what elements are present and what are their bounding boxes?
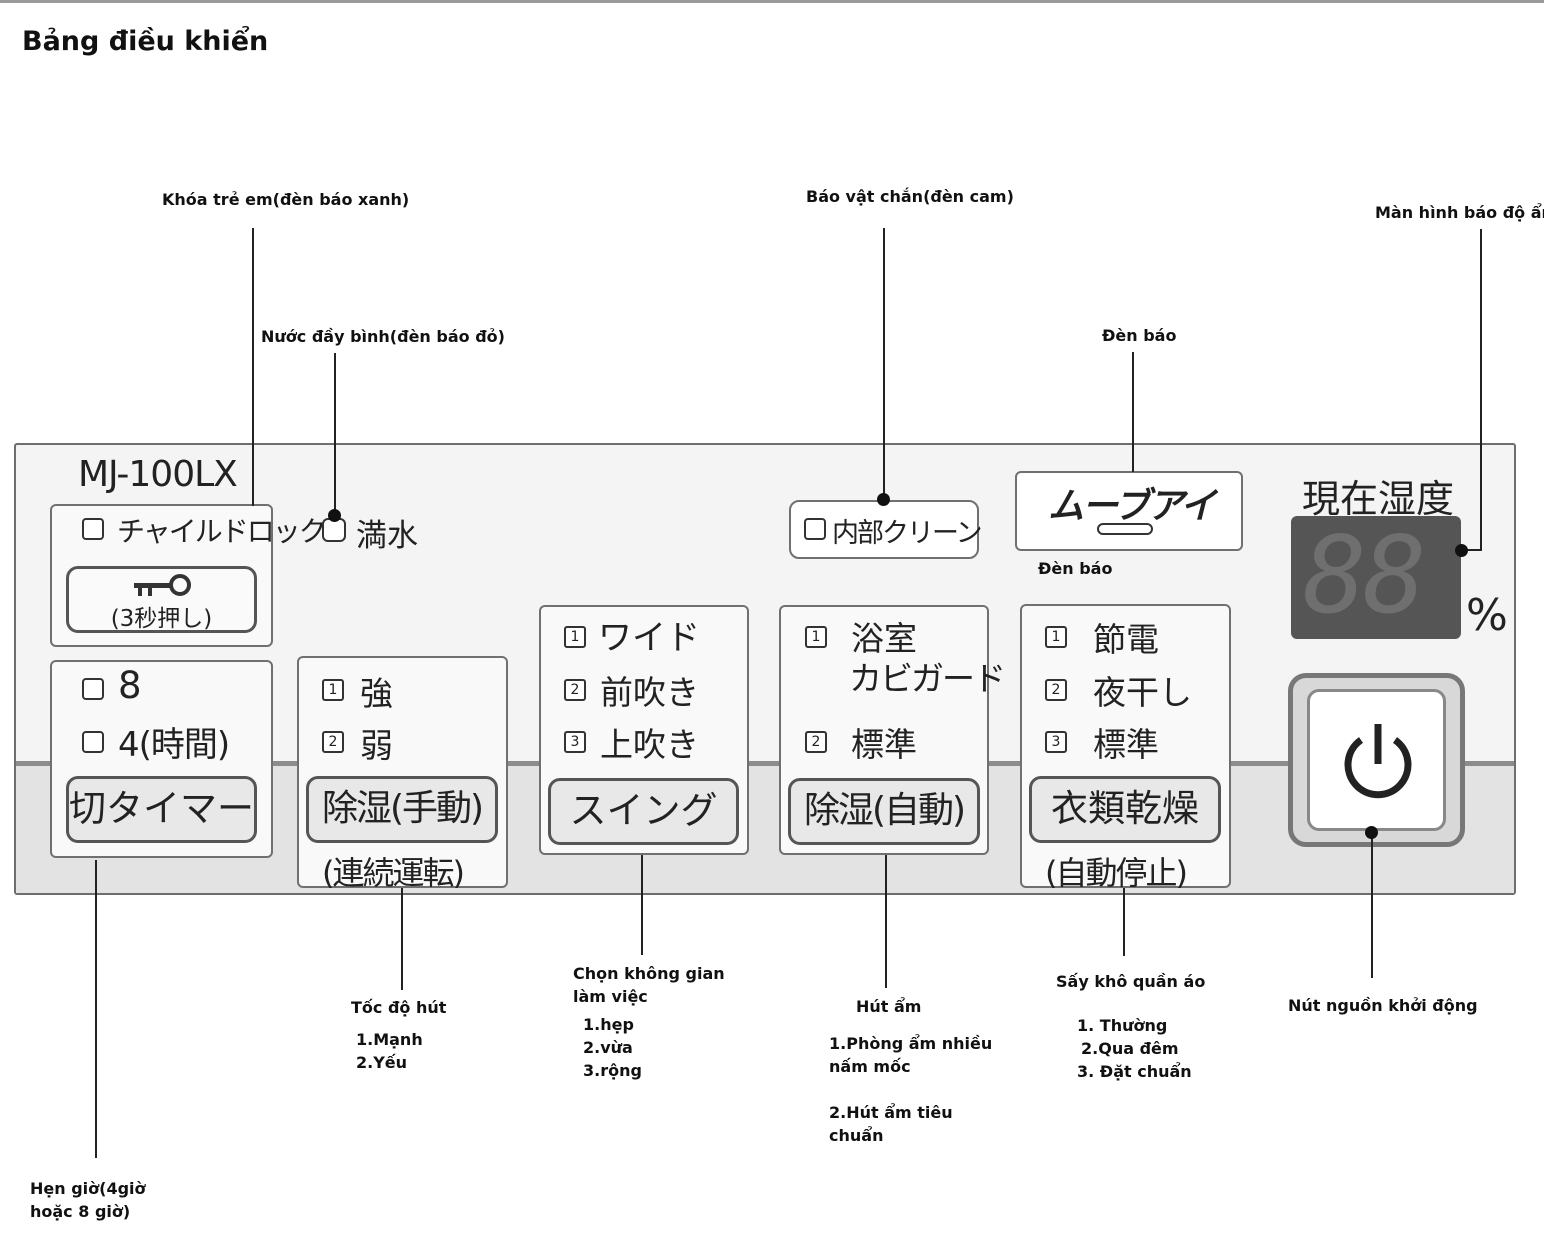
power-button[interactable] xyxy=(1288,673,1465,847)
child-lock-indicator-light xyxy=(82,518,104,540)
timer-8h-indicator-light xyxy=(82,678,104,700)
annotation-work-space-title-2: làm việc xyxy=(573,987,648,1006)
timer-4h-indicator-light xyxy=(82,731,104,753)
swing-option-1-number: 1 xyxy=(564,626,586,648)
annotation-clothes-dry-item-1: 1. Thường xyxy=(1077,1016,1168,1035)
leader-power xyxy=(1371,835,1373,978)
clothes-option-3-number: 3 xyxy=(1045,731,1067,753)
leader-indicator-top xyxy=(1132,352,1134,472)
leader-obstacle xyxy=(883,228,885,498)
move-eye-indicator-light xyxy=(1097,523,1153,535)
leader-power-dot xyxy=(1365,826,1378,839)
leader-fan-speed xyxy=(401,888,403,990)
swing-option-3-number: 3 xyxy=(564,731,586,753)
key-icon xyxy=(134,574,191,596)
child-lock-button-label: (3秒押し) xyxy=(110,606,213,632)
timer-option-8: 8 xyxy=(118,664,142,707)
child-lock-label: チャイルドロック xyxy=(117,515,327,548)
annotation-indicator-bottom: Đèn báo xyxy=(1038,559,1113,578)
annotation-fan-speed-item-1: 1.Mạnh xyxy=(356,1030,423,1049)
child-lock-button[interactable]: (3秒押し) xyxy=(66,566,257,633)
leader-obstacle-dot xyxy=(877,493,890,506)
swing-option-2-label: 前吹き xyxy=(600,673,699,712)
leader-water-full-dot xyxy=(328,509,341,522)
leader-humidity-horizontal xyxy=(1462,549,1482,551)
auto-option-2-label: 標準 xyxy=(851,725,917,764)
annotation-work-space-item-2: 2.vừa xyxy=(583,1038,633,1057)
top-border-line xyxy=(0,0,1544,3)
leader-child-lock xyxy=(252,228,254,506)
auto-option-2-number: 2 xyxy=(805,731,827,753)
manual-dehumidify-sub: (連続運転) xyxy=(322,854,465,892)
clothes-option-1-number: 1 xyxy=(1045,626,1067,648)
leader-water-full xyxy=(334,353,336,515)
obstacle-indicator-light xyxy=(804,518,826,540)
annotation-clothes-dry-title: Sấy khô quần áo xyxy=(1056,972,1206,991)
annotation-work-space-item-3: 3.rộng xyxy=(583,1061,642,1080)
leader-work-space xyxy=(641,855,643,955)
clothes-option-2-number: 2 xyxy=(1045,679,1067,701)
manual-dehumidify-button[interactable]: 除湿(手動) xyxy=(306,776,498,843)
model-name: MJ-100LX xyxy=(78,454,238,495)
manual-option-1-label: 強 xyxy=(360,674,393,713)
power-button-face[interactable] xyxy=(1307,689,1446,831)
annotation-clothes-dry-item-3: 3. Đặt chuẩn xyxy=(1077,1062,1192,1081)
manual-option-2-label: 弱 xyxy=(360,726,393,765)
page-title: Bảng điều khiển xyxy=(22,26,269,57)
leader-humidity-vertical xyxy=(1480,229,1482,551)
annotation-fan-speed-title: Tốc độ hút xyxy=(351,998,447,1017)
annotation-dehumidify-item-2b: chuẩn xyxy=(829,1126,884,1145)
manual-option-1-number: 1 xyxy=(322,679,344,701)
leader-clothes-dry xyxy=(1123,888,1125,956)
annotation-dehumidify-item-1b: nấm mốc xyxy=(829,1057,911,1076)
leader-timer xyxy=(95,860,97,1158)
clothes-option-3-label: 標準 xyxy=(1093,725,1159,764)
timer-button[interactable]: 切タイマー xyxy=(66,776,257,843)
annotation-indicator-top: Đèn báo xyxy=(1102,326,1177,345)
auto-option-1-number: 1 xyxy=(805,626,827,648)
clothes-dry-sub: (自動停止) xyxy=(1045,854,1188,892)
annotation-child-lock: Khóa trẻ em(đèn báo xanh) xyxy=(162,190,410,209)
annotation-timer-line1: Hẹn giờ(4giờ xyxy=(30,1179,146,1198)
annotation-clothes-dry-item-2: 2.Qua đêm xyxy=(1081,1039,1179,1058)
swing-button[interactable]: スイング xyxy=(548,778,739,845)
water-full-indicator-light xyxy=(322,518,346,542)
annotation-fan-speed-item-2: 2.Yếu xyxy=(356,1053,408,1072)
manual-option-2-number: 2 xyxy=(322,731,344,753)
annotation-dehumidify-title: Hút ẩm xyxy=(856,997,922,1016)
annotation-dehumidify-item-1: 1.Phòng ẩm nhiều xyxy=(829,1034,993,1053)
annotation-obstacle: Báo vật chắn(đèn cam) xyxy=(806,187,1014,206)
leader-humidity-dot xyxy=(1455,544,1468,557)
annotation-water-full: Nước đầy bình(đèn báo đỏ) xyxy=(261,327,505,346)
annotation-humidity-display: Màn hình báo độ ẩm xyxy=(1375,203,1544,222)
leader-dehumidify xyxy=(885,855,887,988)
annotation-dehumidify-item-2: 2.Hút ẩm tiêu xyxy=(829,1103,953,1122)
humidity-title: 現在湿度 xyxy=(1302,477,1455,521)
humidity-unit: % xyxy=(1466,590,1508,641)
clothes-option-1-label: 節電 xyxy=(1093,620,1159,659)
swing-option-1-label: ワイド xyxy=(598,618,700,658)
move-eye-group xyxy=(1015,471,1243,551)
annotation-work-space-item-1: 1.hẹp xyxy=(583,1015,634,1034)
annotation-power: Nút nguồn khởi động xyxy=(1288,996,1478,1015)
power-icon xyxy=(1344,724,1412,799)
clothes-dry-button[interactable]: 衣類乾燥 xyxy=(1029,776,1221,843)
swing-option-3-label: 上吹き xyxy=(600,725,699,764)
timer-option-4: 4(時間) xyxy=(118,725,230,765)
auto-option-1-label-line2: カビガード xyxy=(849,659,1006,698)
humidity-digits: 88 xyxy=(1303,514,1427,637)
annotation-work-space-title-1: Chọn không gian xyxy=(573,964,725,983)
swing-option-2-number: 2 xyxy=(564,679,586,701)
auto-dehumidify-button[interactable]: 除湿(自動) xyxy=(788,778,980,845)
annotation-timer-line2: hoặc 8 giờ) xyxy=(30,1202,131,1221)
clothes-option-2-label: 夜干し xyxy=(1093,673,1192,712)
water-full-label: 満水 xyxy=(356,518,418,554)
humidity-display: 88 xyxy=(1291,516,1461,639)
auto-option-1-label: 浴室 xyxy=(851,619,917,658)
internal-clean-label: 内部クリーン xyxy=(832,518,983,549)
move-eye-logo: ムーブアイ xyxy=(1048,486,1216,527)
panel-divider-line xyxy=(16,761,1514,766)
